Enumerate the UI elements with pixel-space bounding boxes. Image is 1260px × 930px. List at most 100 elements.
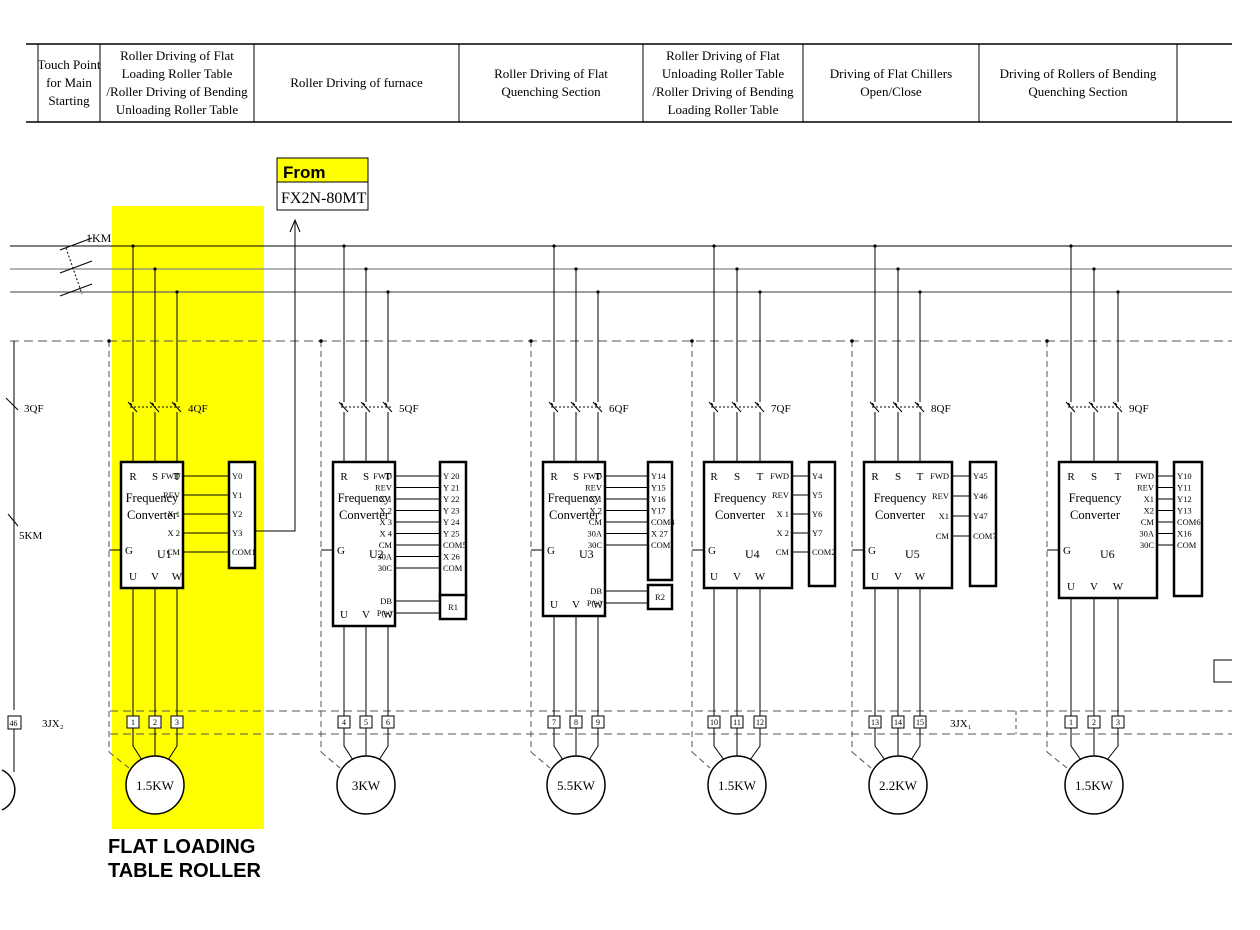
output-terminal-label: V <box>894 571 902 583</box>
input-terminal-label: T <box>595 471 602 483</box>
control-pin-label: REV <box>772 490 790 500</box>
plc-terminal-label: COM5 <box>443 540 467 550</box>
plc-terminal-label: Y46 <box>973 491 988 501</box>
output-terminal-label: U <box>129 571 137 583</box>
plc-model-label: FX2N-80MT <box>281 190 367 207</box>
control-pin-label: FWD <box>161 471 180 481</box>
output-terminal-label: W <box>915 571 926 583</box>
braking-resistor <box>438 593 468 621</box>
converter-title-line-2: Converter <box>339 508 390 522</box>
plc-terminal-label: COM <box>651 540 671 550</box>
converter-title-line-1: Frequency <box>874 491 928 505</box>
terminal-number: 1 <box>1069 718 1073 727</box>
input-terminal-label: T <box>757 471 764 483</box>
ground-terminal-label: G <box>547 545 555 557</box>
control-pin-label: X 3 <box>379 517 392 527</box>
control-pin-label: REV <box>163 490 181 500</box>
plc-terminal-label: Y14 <box>651 471 666 481</box>
terminal-number: 8 <box>574 718 578 727</box>
plc-terminal-label: Y5 <box>812 490 822 500</box>
header-cell-line: Quenching Section <box>1028 84 1128 99</box>
output-terminal-label: W <box>383 609 394 621</box>
control-pin-label: CM <box>167 547 181 557</box>
converter-title-line-1: Frequency <box>714 491 768 505</box>
output-terminal-label: W <box>1113 581 1124 593</box>
control-terminal-block <box>1172 460 1204 598</box>
breaker-label: 5QF <box>399 403 419 415</box>
control-terminal-block <box>968 460 998 588</box>
plc-terminal-label: Y7 <box>812 528 822 538</box>
control-pin-label: X 2 <box>776 528 789 538</box>
control-pin-label: REV <box>1137 483 1155 493</box>
motor <box>336 755 396 815</box>
motor-power-label: 2.2KW <box>879 778 918 793</box>
braking-resistor-label: R2 <box>655 592 665 602</box>
motor <box>125 755 185 815</box>
converter-title-line-1: Frequency <box>126 491 180 505</box>
brake-pin-label: DB <box>380 596 392 606</box>
plc-terminal-label: Y4 <box>812 471 823 481</box>
control-pin-label: FWD <box>373 471 392 481</box>
header-cell-line: Touch Point <box>37 57 100 72</box>
output-terminal-label: U <box>710 571 718 583</box>
plc-terminal-label: Y 25 <box>443 529 459 539</box>
control-terminal-block <box>807 460 837 588</box>
power-buses: 1KM <box>10 231 1232 297</box>
input-terminal-label: R <box>1067 471 1075 483</box>
control-pin-label: 30C <box>1140 540 1155 550</box>
input-terminal-label: R <box>550 471 558 483</box>
control-pin-label: FWD <box>770 471 789 481</box>
plc-terminal-label: Y15 <box>651 483 666 493</box>
brake-pin-label: P(+) <box>587 598 602 608</box>
plc-terminal-label: COM2 <box>812 547 836 557</box>
control-pin-label: CM <box>776 547 790 557</box>
control-pin-label: X 1 <box>379 494 392 504</box>
terminal-number: 15 <box>916 718 924 727</box>
control-terminal-block <box>438 460 468 600</box>
terminal-number: 2 <box>1092 718 1096 727</box>
plc-terminal-label: Y 23 <box>443 506 459 516</box>
motor <box>868 755 928 815</box>
plc-terminal-label: COM7 <box>973 531 997 541</box>
breaker-label: 6QF <box>609 403 629 415</box>
control-pin-label: X 1 <box>167 509 180 519</box>
input-terminal-label: S <box>152 471 158 483</box>
control-pin-label: X 4 <box>379 529 392 539</box>
output-terminal-label: V <box>733 571 741 583</box>
frequency-converter-box <box>1057 460 1159 600</box>
plc-terminal-label: Y1 <box>232 490 242 500</box>
breaker-label: 9QF <box>1129 403 1149 415</box>
header-cell-line: Roller Driving of Flat <box>666 48 780 63</box>
converter-name: U4 <box>745 547 760 561</box>
output-terminal-label: U <box>1067 581 1075 593</box>
motor-power-label: 3KW <box>352 778 381 793</box>
converter-title-line-2: Converter <box>127 508 178 522</box>
plc-terminal-label: Y 22 <box>443 494 459 504</box>
control-pin-label: X 2 <box>379 506 392 516</box>
touch-terminal-number: 46 <box>10 719 18 728</box>
plc-terminal-label: Y45 <box>973 471 988 481</box>
output-terminal-label: V <box>151 571 159 583</box>
plc-terminal-label: Y6 <box>812 509 822 519</box>
terminal-number: 1 <box>131 718 135 727</box>
motor-power-label: 1.5KW <box>136 778 175 793</box>
input-terminal-label: T <box>385 471 392 483</box>
plc-terminal-label: Y 21 <box>443 483 459 493</box>
control-pin-label: 30A <box>377 552 393 562</box>
control-pin-label: X 2 <box>589 506 602 516</box>
output-terminal-label: U <box>871 571 879 583</box>
terminal-strip-left-label: 3JX₂ <box>42 718 64 730</box>
terminal-number: 12 <box>756 718 764 727</box>
header-cell-line: Unloading Roller Table <box>662 66 785 81</box>
frequency-converter-box <box>331 460 397 628</box>
header-cell-line: Driving of Rollers of Bending <box>1000 66 1157 81</box>
plc-source-callout: From FX2N-80MT <box>241 157 369 537</box>
control-pin-label: REV <box>932 491 950 501</box>
output-terminal-label: U <box>340 609 348 621</box>
converter-name: U6 <box>1100 547 1115 561</box>
